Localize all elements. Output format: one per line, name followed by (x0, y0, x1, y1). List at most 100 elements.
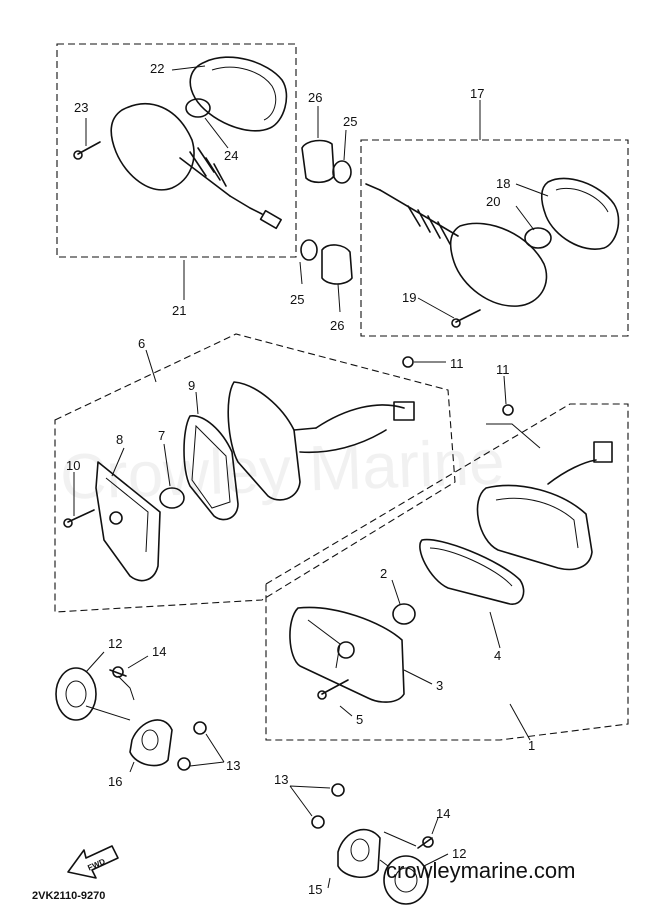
callout-26a: 26 (308, 90, 322, 105)
part-3-lens-hole (337, 641, 355, 659)
part-25-nut-top[interactable] (332, 160, 352, 184)
leader-1 (509, 703, 531, 741)
callout-19: 19 (402, 290, 416, 305)
part-5-screw[interactable] (321, 679, 349, 695)
part-19-screw[interactable] (455, 309, 481, 323)
leader-7 (163, 443, 171, 487)
callout-12b: 12 (452, 846, 466, 861)
part-24-bulb[interactable] (185, 98, 211, 118)
fwd-arrow-icon (67, 845, 119, 879)
part-3-lens[interactable] (289, 606, 405, 703)
part-9-gasket[interactable] (183, 415, 239, 521)
callout-17: 17 (470, 86, 484, 101)
leader-3 (403, 669, 433, 685)
part-13-nut-d[interactable] (311, 815, 325, 829)
callout-18: 18 (496, 176, 510, 191)
callout-14a: 14 (152, 644, 166, 659)
leader-25b (299, 261, 303, 285)
callout-4: 4 (494, 648, 501, 663)
reflector-right-lines (379, 831, 417, 867)
part-13-nut-a[interactable] (193, 721, 207, 735)
callout-5: 5 (356, 712, 363, 727)
part-13-nut-c[interactable] (331, 783, 345, 797)
part-26-grommet-bottom[interactable] (321, 244, 353, 285)
callout-13a: 13 (226, 758, 240, 773)
part-17-housing[interactable] (449, 222, 548, 307)
leader-6 (145, 349, 157, 383)
part-12-reflector-a[interactable] (55, 667, 97, 721)
group-17-front-right-signal: 17 18 20 19 (360, 86, 629, 337)
part-11-screw-a[interactable] (402, 356, 414, 368)
group-6-rear-left-signal: 6 8 7 9 10 11 (54, 333, 464, 613)
part-22-lens[interactable] (189, 56, 288, 132)
part-14-screw-b[interactable] (417, 837, 433, 849)
leader-26b (337, 283, 341, 313)
leader-12a (85, 651, 105, 673)
part-16-bracket[interactable] (129, 719, 173, 767)
part-6-neck (293, 427, 317, 431)
part-18-lens[interactable] (540, 177, 620, 250)
watermark-center: Crowley Marine (59, 426, 506, 513)
part-2-bulb[interactable] (392, 603, 416, 625)
callout-13b: 13 (274, 772, 288, 787)
leader-15 (327, 877, 331, 889)
part-8-lens-hole (109, 511, 123, 525)
callout-3: 3 (436, 678, 443, 693)
part-20-bulb[interactable] (524, 227, 552, 249)
diagram-code: 2VK2110-9270 (32, 890, 106, 902)
leader-22 (171, 65, 206, 71)
part-14-screw-a-head (112, 666, 124, 678)
part-23-screw-head (73, 150, 83, 160)
part-17-coil (407, 205, 451, 245)
part-9-gasket-inner (191, 424, 231, 509)
leader-4 (489, 611, 501, 649)
part-8-lens[interactable] (95, 461, 161, 582)
callout-12a: 12 (108, 636, 122, 651)
part-1-harness-line (486, 423, 541, 449)
part-12-reflector-a-inner (65, 680, 87, 708)
part-3-lens-grid (307, 619, 341, 669)
part-15-bracket[interactable] (337, 828, 381, 878)
group-1-outline (265, 403, 629, 741)
part-26-grommet-top[interactable] (301, 139, 335, 184)
part-11-screw-b[interactable] (502, 404, 514, 416)
part-6-wire-a (315, 404, 405, 429)
part-13-nut-b[interactable] (177, 757, 191, 771)
callout-16: 16 (108, 774, 122, 789)
callout-15: 15 (308, 882, 322, 897)
part-8-lens-grid (105, 477, 149, 553)
leader-5 (339, 705, 353, 717)
part-22-lens-rim (211, 66, 277, 121)
part-6-housing[interactable] (227, 381, 301, 501)
part-10-screw[interactable] (67, 509, 95, 523)
part-1-wire (547, 459, 597, 485)
part-1-housing[interactable] (476, 484, 593, 571)
part-21-housing[interactable] (110, 103, 195, 191)
callout-9: 9 (188, 378, 195, 393)
loose-parts-25-26: 26 25 25 26 (290, 90, 357, 333)
part-12-reflector-b-inner (394, 867, 418, 893)
part-6-wire-b (299, 429, 387, 454)
part-12-reflector-b[interactable] (383, 855, 429, 905)
leader-9 (195, 391, 199, 415)
part-4-gasket[interactable] (419, 538, 525, 605)
part-21-stem (179, 157, 231, 197)
leader-11b (503, 375, 507, 405)
part-16-bracket-hole (141, 729, 159, 751)
group-21-outline (56, 43, 297, 258)
part-7-bulb[interactable] (159, 487, 185, 509)
fwd-arrow-label: FWD (86, 857, 107, 873)
callout-21: 21 (172, 303, 186, 318)
part-5-screw-head (317, 690, 327, 700)
part-1-connector (593, 441, 613, 463)
part-4-gasket-inner (429, 547, 513, 587)
leader-14a (127, 655, 149, 669)
part-25-nut-bottom[interactable] (300, 239, 318, 261)
callout-7: 7 (158, 428, 165, 443)
callout-14b: 14 (436, 806, 450, 821)
part-21-bolt (229, 195, 263, 215)
part-6-connector (393, 401, 415, 421)
leader-25a (343, 129, 347, 161)
callout-25b: 25 (290, 292, 304, 307)
